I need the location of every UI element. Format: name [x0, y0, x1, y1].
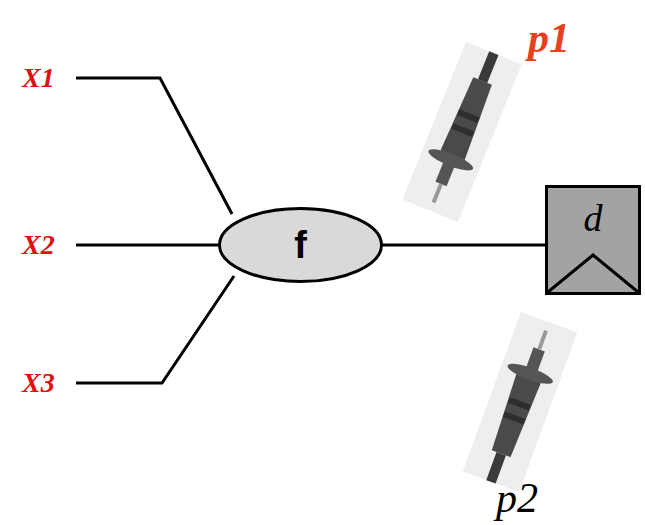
node-label: f — [294, 224, 307, 267]
function-ellipse: f — [218, 207, 383, 283]
detector-box: d — [545, 185, 641, 295]
input-label: X2 — [22, 229, 55, 261]
probe-label: p1 — [528, 14, 570, 62]
input-wire — [76, 78, 232, 214]
node-label: d — [584, 196, 603, 240]
input-wire — [76, 276, 234, 383]
probe-label: p2 — [496, 474, 538, 522]
signal-wire — [382, 244, 546, 247]
input-wire — [76, 244, 220, 247]
probe-picture — [402, 42, 521, 222]
probe-picture — [463, 312, 578, 492]
input-label: X1 — [22, 62, 55, 94]
input-label: X3 — [22, 367, 55, 399]
